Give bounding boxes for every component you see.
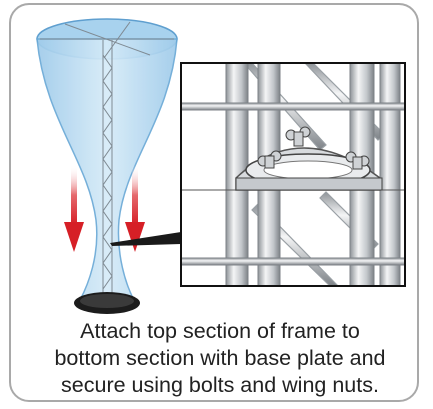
callout-pointer (110, 232, 181, 246)
down-arrow-left (64, 165, 84, 252)
base-plate (74, 292, 140, 314)
down-arrow-right (125, 165, 145, 252)
instruction-caption: Attach top section of frame to bottom se… (30, 318, 410, 399)
caption-line-3: secure using bolts and wing nuts. (61, 373, 379, 397)
detail-inset (180, 62, 406, 287)
caption-line-2: bottom section with base plate and (54, 346, 386, 370)
tower-truss (40, 21, 174, 298)
wing-nut-icon (257, 126, 370, 170)
assembly-illustration (36, 18, 406, 314)
caption-line-1: Attach top section of frame to (80, 319, 360, 343)
